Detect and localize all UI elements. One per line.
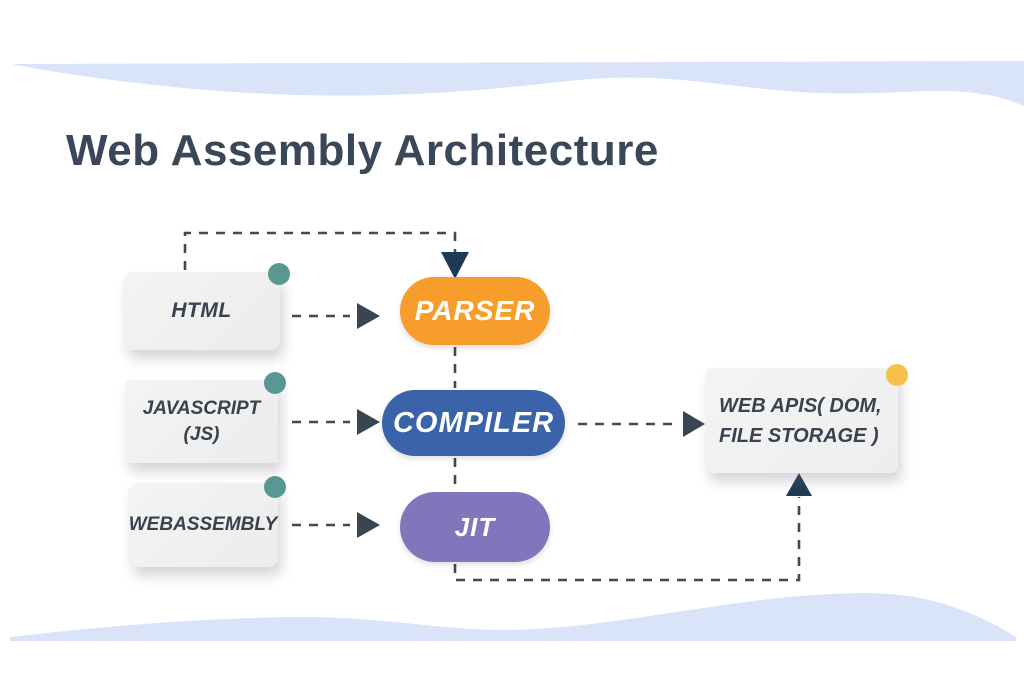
- teal-dot: [264, 372, 286, 394]
- node-parser: PARSER: [400, 277, 550, 345]
- teal-dot: [268, 263, 290, 285]
- bottom-wave: [10, 593, 1016, 641]
- arrowhead-up-webapis: [786, 473, 812, 496]
- node-jit: JIT: [400, 492, 550, 562]
- connector-html-top-loop: [183, 231, 457, 270]
- node-compiler: COMPILER: [382, 390, 565, 456]
- arrowhead-right-compiler: [357, 409, 380, 435]
- node-jit-label: JIT: [454, 511, 496, 542]
- node-webassembly-label: WEBASSEMBLY: [128, 514, 278, 535]
- node-webassembly: WEBASSEMBLY: [128, 476, 286, 567]
- arrowhead-down-parser: [441, 252, 469, 279]
- top-wave: [12, 61, 1024, 106]
- node-html: HTML: [123, 263, 290, 350]
- node-html-label: HTML: [171, 299, 232, 322]
- page-title: Web Assembly Architecture: [66, 126, 659, 175]
- arrowhead-right-webapis: [683, 411, 705, 437]
- node-web-apis-label-line2: FILE STORAGE ): [719, 424, 879, 447]
- node-compiler-label: COMPILER: [392, 406, 555, 439]
- teal-dot: [264, 476, 286, 498]
- node-web-apis-label-line1: WEB APIS( DOM,: [719, 394, 882, 417]
- arrowhead-right-jit: [357, 512, 380, 538]
- node-parser-label: PARSER: [414, 295, 536, 326]
- connector-pipeline-vertical: [453, 347, 801, 582]
- yellow-dot: [886, 364, 908, 386]
- arrowhead-right-parser: [357, 303, 380, 329]
- node-javascript-label-line2: (JS): [183, 423, 220, 445]
- node-web-apis: WEB APIS( DOM, FILE STORAGE ): [705, 364, 908, 473]
- node-javascript: JAVASCRIPT (JS): [125, 372, 286, 463]
- node-javascript-label-line1: JAVASCRIPT: [142, 397, 261, 419]
